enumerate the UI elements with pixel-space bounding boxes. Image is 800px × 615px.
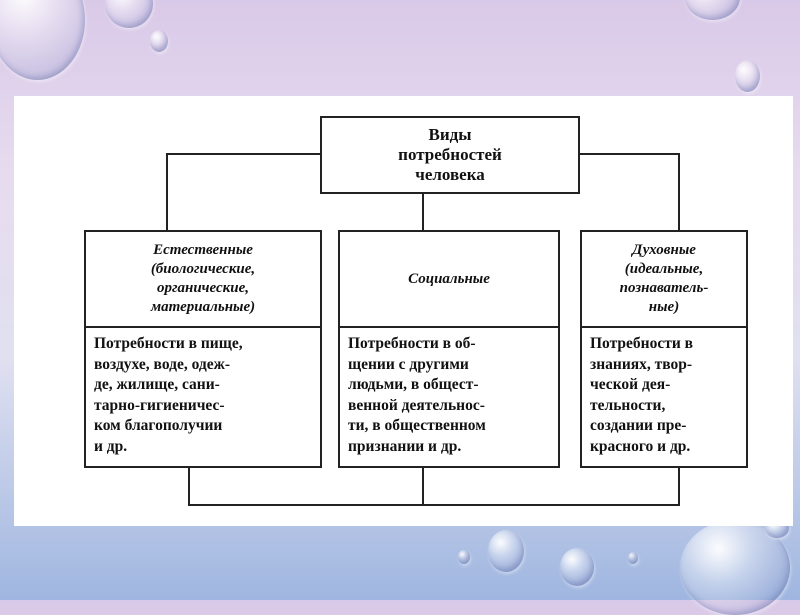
connector-line bbox=[422, 194, 424, 230]
water-drop-decoration bbox=[735, 60, 760, 92]
water-drop-decoration bbox=[105, 0, 153, 28]
description-line: ком благополучии bbox=[94, 417, 223, 434]
description-line: знаниях, твор- bbox=[590, 355, 693, 373]
category-header-line: ные) bbox=[648, 299, 680, 315]
category-natural: Естественные (биологические, органически… bbox=[84, 230, 322, 468]
connector-line bbox=[422, 468, 424, 506]
description-line: Потребности в об- bbox=[348, 335, 476, 352]
connector-line bbox=[678, 153, 680, 230]
diagram-slide: Виды потребностей человека Естественные … bbox=[14, 96, 793, 526]
water-drop-decoration bbox=[685, 0, 740, 20]
connector-line bbox=[188, 504, 680, 506]
category-header-line: (идеальные, bbox=[624, 261, 704, 277]
category-spiritual: Духовные (идеальные, познаватель- ные) П… bbox=[580, 230, 748, 468]
category-header-line: (биологические, bbox=[150, 261, 256, 277]
description-line: красного и др. bbox=[590, 437, 691, 455]
connector-line bbox=[166, 153, 168, 230]
description-line: людьми, в общест- bbox=[348, 376, 479, 393]
category-header-line: Естественные bbox=[153, 242, 253, 258]
connector-line bbox=[166, 153, 320, 155]
water-drop-decoration bbox=[628, 552, 638, 564]
water-drop-decoration bbox=[0, 0, 85, 80]
description-line: воздухе, воде, одеж- bbox=[94, 355, 231, 373]
description-line: создании пре- bbox=[590, 417, 687, 434]
category-description: Потребности в пище, воздухе, воде, одеж-… bbox=[86, 328, 320, 466]
water-drop-decoration bbox=[560, 548, 594, 586]
root-label-line: человека bbox=[415, 165, 485, 184]
description-line: тельности, bbox=[590, 396, 666, 414]
category-header-line: Социальные bbox=[408, 270, 490, 287]
root-node: Виды потребностей человека bbox=[320, 116, 580, 194]
description-line: тарно-гигиеничес- bbox=[94, 396, 225, 414]
description-line: ти, в общественном bbox=[348, 417, 486, 434]
description-line: Потребности в bbox=[590, 335, 694, 352]
root-label-line: потребностей bbox=[398, 145, 502, 164]
root-label-line: Виды bbox=[428, 125, 472, 144]
category-header-line: органические, bbox=[156, 280, 250, 296]
category-description: Потребности в знаниях, твор- ческой дея-… bbox=[582, 328, 746, 466]
description-line: щении с другими bbox=[348, 355, 469, 373]
category-social: Социальные Потребности в об- щении с дру… bbox=[338, 230, 560, 468]
connector-line bbox=[188, 468, 190, 506]
description-line: де, жилище, сани- bbox=[94, 376, 220, 393]
description-line: ческой дея- bbox=[590, 376, 671, 393]
category-header-line: познаватель- bbox=[619, 280, 709, 296]
description-line: и др. bbox=[94, 437, 128, 455]
description-line: Потребности в пище, bbox=[94, 335, 243, 352]
category-header-line: Духовные bbox=[632, 242, 696, 258]
connector-line bbox=[678, 468, 680, 506]
water-drop-decoration bbox=[150, 30, 168, 52]
description-line: признании и др. bbox=[348, 437, 462, 455]
category-header: Естественные (биологические, органически… bbox=[86, 232, 320, 328]
water-drop-decoration bbox=[488, 530, 524, 572]
water-drop-decoration bbox=[458, 550, 470, 564]
category-header-line: материальные) bbox=[150, 299, 256, 315]
description-line: венной деятельнос- bbox=[348, 396, 485, 414]
category-header: Духовные (идеальные, познаватель- ные) bbox=[582, 232, 746, 328]
category-header: Социальные bbox=[340, 232, 558, 328]
category-description: Потребности в об- щении с другими людьми… bbox=[340, 328, 558, 466]
connector-line bbox=[580, 153, 680, 155]
